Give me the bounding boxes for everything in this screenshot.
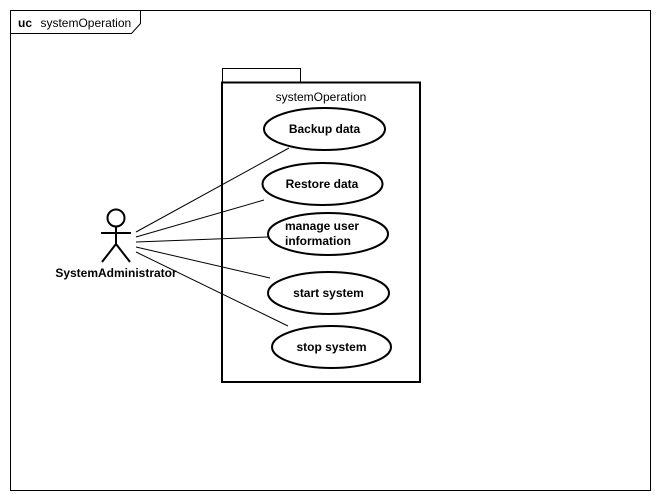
associations xyxy=(135,147,290,327)
association-start-system xyxy=(135,246,271,279)
use-case-label: Backup data xyxy=(289,122,361,136)
frame-title: uc systemOperation xyxy=(18,14,131,31)
use-case-ellipse xyxy=(263,107,386,151)
actor-right-leg xyxy=(115,243,131,263)
frame-tab xyxy=(10,10,141,34)
system-boundary-name: systemOperation xyxy=(276,90,367,104)
frame-name: systemOperation xyxy=(40,16,131,30)
use-case-label-line-2: information xyxy=(285,234,351,248)
use-case-label: manage user information xyxy=(285,219,362,248)
use-case-ellipse xyxy=(267,271,390,315)
use-case-label: Restore data xyxy=(286,177,359,191)
association-stop-system xyxy=(135,251,289,327)
use-case-label: stop system xyxy=(296,340,366,354)
use-case-start-system[interactable]: start system xyxy=(267,271,390,315)
frame-keyword: uc xyxy=(18,16,32,30)
use-case-manage-user-information[interactable]: manage user information xyxy=(267,212,389,256)
use-case-ellipse xyxy=(271,325,392,369)
actor-system-administrator[interactable] xyxy=(101,208,131,263)
use-case-ellipse xyxy=(267,212,389,256)
association-restore-data xyxy=(135,199,265,238)
use-case-ellipse xyxy=(261,162,384,206)
actor-name: SystemAdministrator xyxy=(55,266,177,280)
association-manage-user-information xyxy=(135,236,269,243)
use-case-label: start system xyxy=(293,286,364,300)
actor-left-leg xyxy=(101,243,117,263)
package-tab xyxy=(222,68,301,83)
use-case-stop-system[interactable]: stop system xyxy=(271,325,392,369)
association-backup-data xyxy=(135,147,290,233)
diagram-frame xyxy=(10,10,651,491)
actor-head xyxy=(106,208,126,228)
use-case-backup-data[interactable]: Backup data xyxy=(263,107,386,151)
use-case-restore-data[interactable]: Restore data xyxy=(261,162,384,206)
use-case-label-line-1: manage user xyxy=(285,219,359,233)
